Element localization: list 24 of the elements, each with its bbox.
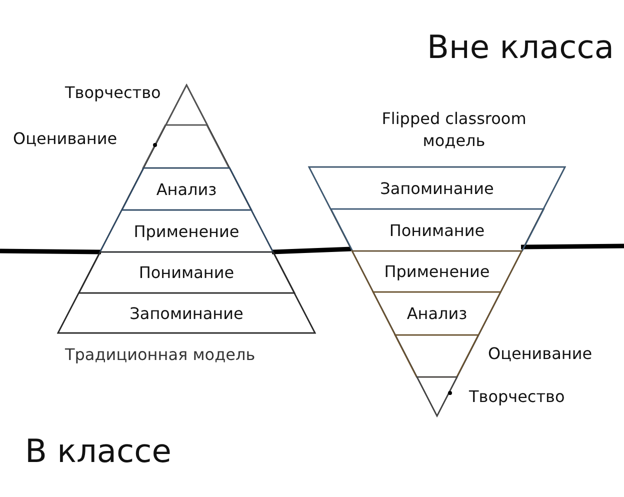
level-side-label: Оценивание [13,129,118,148]
pyramid-caption: Традиционная модель [65,345,256,364]
pyramid-level [330,209,544,251]
pyramid-level [122,168,252,210]
level-label: Понимание [389,220,485,240]
region-label: В классе [25,432,172,470]
level-side-label: Творчество [65,83,161,102]
level-side-label: Творчество [468,387,565,406]
pyramid-level [78,252,294,293]
level-label: Анализ [406,304,468,323]
pyramid-level [100,210,274,252]
level-label: Запоминание [130,304,244,322]
pyramid-level [309,167,565,209]
pyramid-level [373,292,501,335]
level-label: Анализ [156,180,217,198]
region-label: Вне класса [427,28,614,66]
level-side-label: Оценивание [488,344,592,363]
pyramid-heading: Flipped classroom модель [380,108,528,152]
pyramid-level [352,251,522,292]
level-label: Понимание [138,263,234,282]
level-label: Запоминание [380,178,494,198]
level-label: Применение [134,222,240,240]
pyramid-level [58,293,315,333]
level-label: Применение [384,262,490,281]
